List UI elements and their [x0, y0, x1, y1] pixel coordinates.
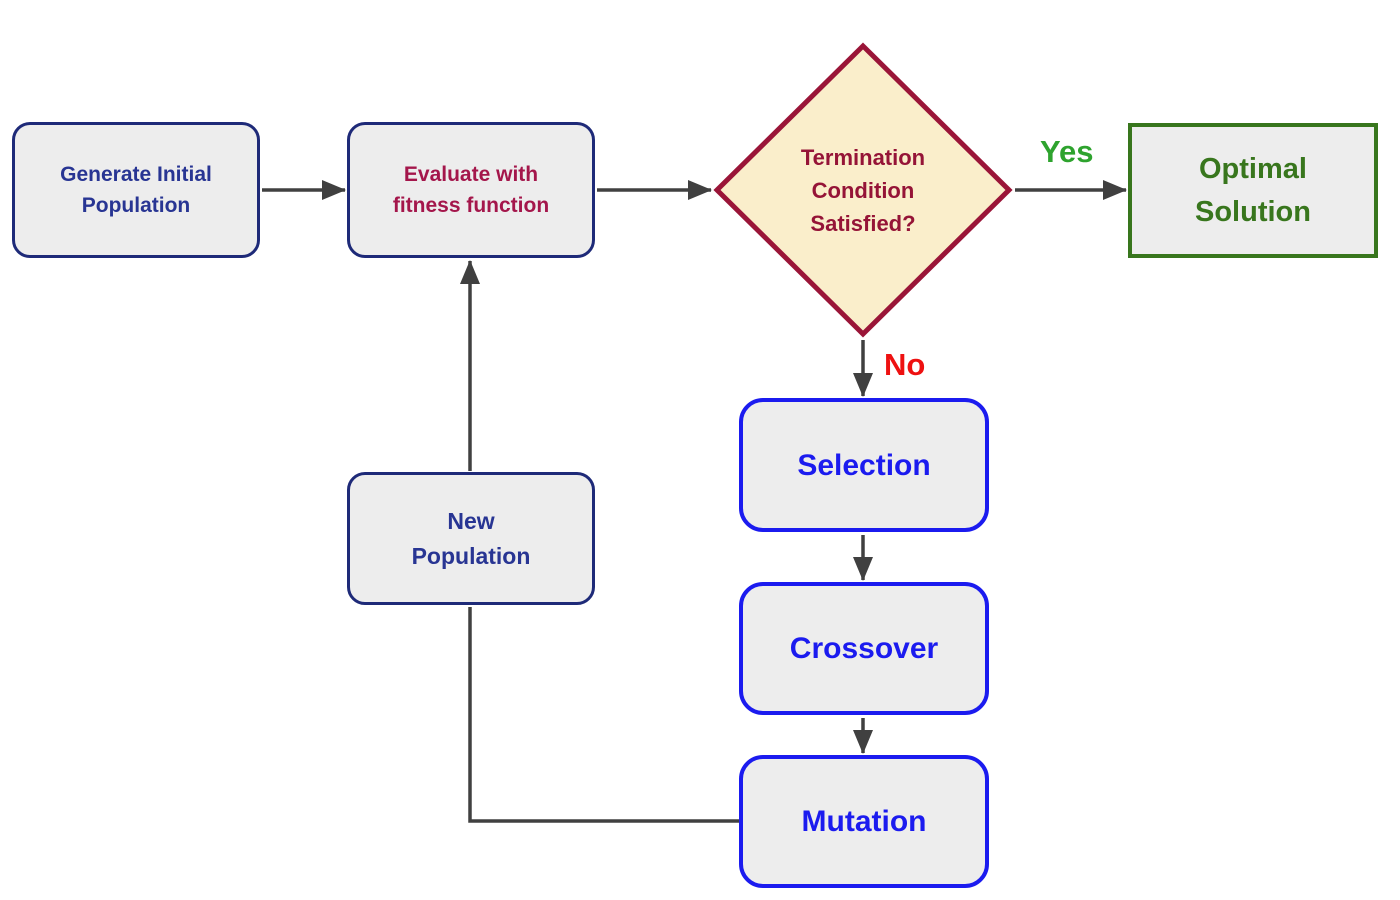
node-generate-initial-population-label: Generate Initial Population [60, 162, 212, 218]
edge-label-yes: Yes [1040, 134, 1094, 169]
node-mutation: Mutation [739, 755, 989, 888]
edge-label-no: No [884, 347, 926, 382]
node-optimal-solution-label: Optimal Solution [1195, 153, 1311, 228]
node-crossover-label: Crossover [789, 632, 939, 665]
node-selection: Selection [739, 398, 989, 532]
node-new-population-label: New Population [411, 508, 531, 569]
node-new-population: New Population [347, 472, 595, 605]
edge-mutation-to-new-population [468, 607, 739, 823]
node-termination-decision: Termination Condition Satisfied? [713, 42, 1013, 338]
node-evaluate-fitness-label: Evaluate with fitness function [392, 162, 550, 218]
node-evaluate-fitness: Evaluate with fitness function [347, 122, 595, 258]
node-mutation-label: Mutation [801, 805, 927, 838]
node-generate-initial-population: Generate Initial Population [12, 122, 260, 258]
termination-diamond-shape [713, 42, 1013, 338]
node-selection-label: Selection [797, 448, 931, 482]
node-crossover: Crossover [739, 582, 989, 715]
node-optimal-solution: Optimal Solution [1128, 123, 1378, 258]
node-termination-decision-label: Termination Condition Satisfied? [800, 144, 926, 236]
